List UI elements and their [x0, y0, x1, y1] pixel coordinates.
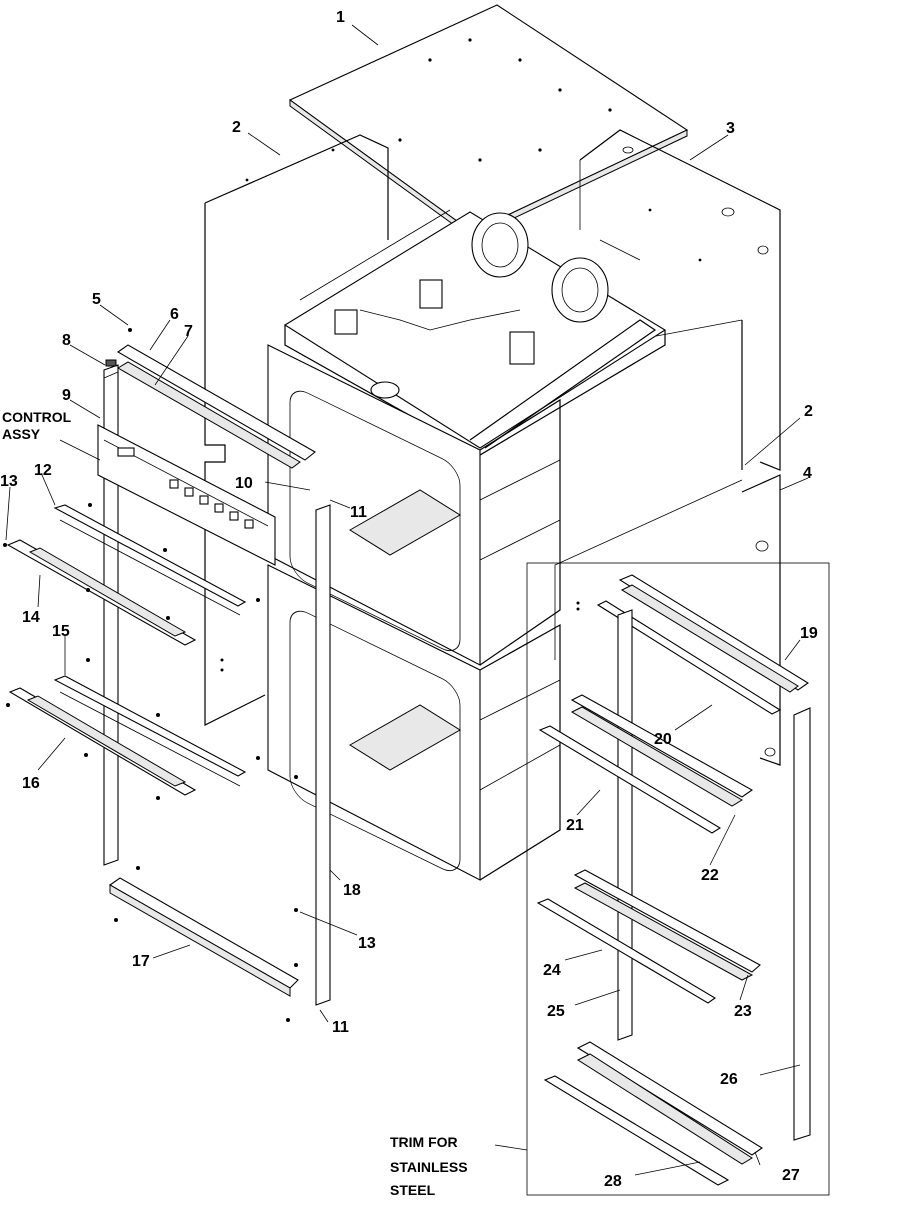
callout-3: 3	[726, 120, 735, 137]
callout-11-lower: 11	[332, 1019, 349, 1036]
callout-14: 14	[22, 609, 40, 626]
part-right-back-panel	[579, 129, 781, 471]
part-left-side-panel	[204, 134, 389, 726]
callout-27: 27	[782, 1167, 800, 1184]
callout-9: 9	[62, 387, 71, 404]
stainless-trim-kit-box	[526, 562, 830, 1196]
callout-25: 25	[547, 1003, 565, 1020]
callout-1: 1	[336, 9, 345, 26]
control-assy-label-line1: CONTROL	[2, 409, 72, 425]
callout-2-right: 2	[804, 403, 813, 420]
callout-15: 15	[52, 623, 70, 640]
part-bottom-kick-trim	[108, 877, 299, 997]
part-lower-rail-pair	[8, 675, 247, 796]
callout-labels: 1 2 3 2 4 5 6 7 8 9 CONTROL ASSY 10 11 1…	[0, 9, 818, 1198]
trim-label-line1: TRIM FOR	[390, 1134, 458, 1150]
callout-21: 21	[566, 817, 584, 834]
callout-11-upper: 11	[350, 504, 367, 521]
part-top-panel	[288, 4, 689, 239]
callout-13-lower: 13	[358, 935, 376, 952]
callout-28: 28	[604, 1173, 622, 1190]
trim-label-line3: STEEL	[390, 1182, 436, 1198]
screws	[3, 328, 580, 1022]
kit-parts	[536, 574, 811, 1186]
callout-10: 10	[235, 475, 253, 492]
callout-19: 19	[800, 625, 818, 642]
part-upper-rail-pair	[6, 504, 247, 646]
callout-24: 24	[543, 962, 561, 979]
callout-13-left: 13	[0, 473, 18, 490]
callout-7: 7	[184, 323, 193, 340]
callout-8: 8	[62, 332, 71, 349]
callout-18: 18	[343, 882, 361, 899]
callout-23: 23	[734, 1003, 752, 1020]
callout-16: 16	[22, 775, 40, 792]
callout-4: 4	[803, 465, 812, 482]
part-upper-oven-cavity	[267, 344, 561, 666]
callout-5: 5	[92, 291, 101, 308]
callout-26: 26	[720, 1071, 738, 1088]
leader-lines	[5, 24, 809, 1176]
callout-22: 22	[701, 867, 719, 884]
callout-6: 6	[170, 306, 179, 323]
callout-12: 12	[34, 462, 52, 479]
trim-label-line2: STAINLESS	[390, 1159, 468, 1175]
control-assy-label-line2: ASSY	[2, 426, 41, 442]
part-oven-top-frame	[283, 209, 667, 456]
callout-20: 20	[654, 731, 672, 748]
callout-17: 17	[132, 953, 150, 970]
callout-2-upper: 2	[232, 119, 241, 136]
part-top-trim-rails	[116, 344, 316, 469]
part-control-panel	[97, 424, 276, 566]
part-vertical-trim	[315, 504, 331, 1006]
